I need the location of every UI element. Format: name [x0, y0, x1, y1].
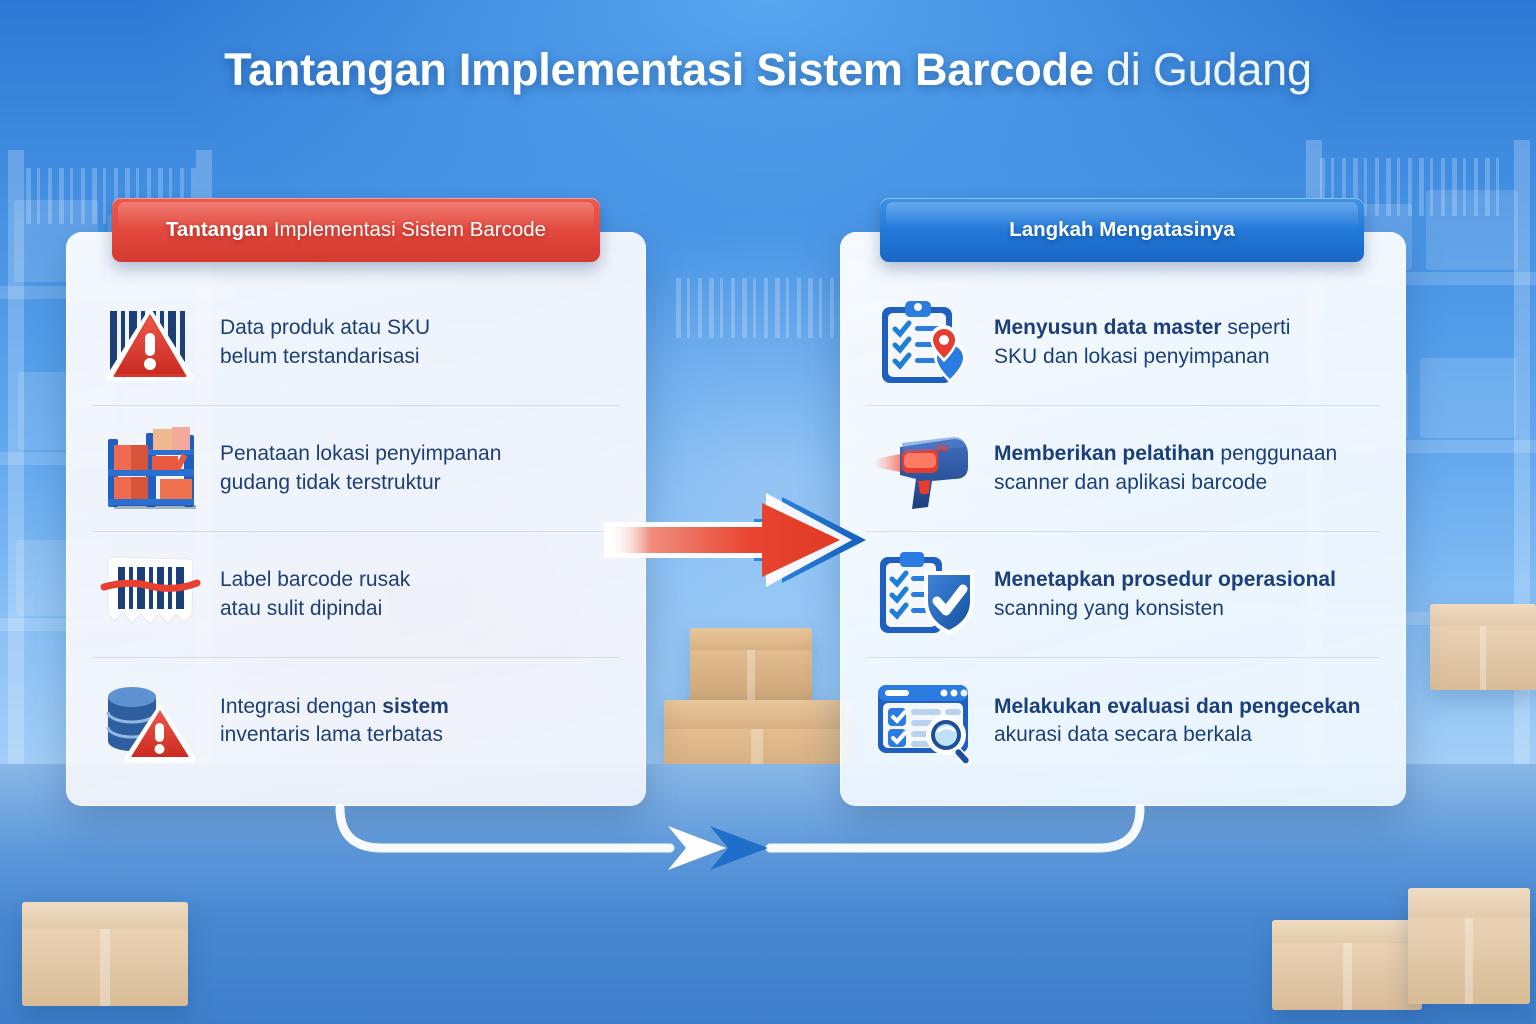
list-item-line1-suffix: seperti [1221, 316, 1291, 340]
list-item[interactable]: Integrasi dengan sistem inventaris lama … [92, 658, 620, 784]
list-item[interactable]: Menyusun data master seperti SKU dan lok… [866, 280, 1380, 406]
list-item-text: Melakukan evaluasi dan pengecekan akuras… [994, 693, 1361, 749]
challenges-list: Data produk atau SKU belum terstandarisa… [66, 280, 646, 796]
list-item[interactable]: Menetapkan prosedur operasional scanning… [866, 532, 1380, 658]
list-item-line1-prefix: Integrasi dengan [220, 694, 383, 718]
list-item-line2: atau sulit dipindai [220, 596, 383, 620]
list-item[interactable]: Melakukan evaluasi dan pengecekan akuras… [866, 658, 1380, 784]
list-item[interactable]: Memberikan pelatihan penggunaan scanner … [866, 406, 1380, 532]
list-item-text: Menetapkan prosedur operasional scanning… [994, 566, 1336, 622]
list-item[interactable]: Data produk atau SKU belum terstandarisa… [92, 280, 620, 406]
list-item-line1: Menyusun data master seperti [994, 314, 1290, 342]
list-item-line2: inventaris lama terbatas [220, 723, 443, 746]
looping-chevron-connector [330, 800, 1150, 910]
window-checklist-magnifier-icon [872, 675, 976, 767]
solutions-ribbon-bold: Langkah Mengatasinya [1009, 218, 1235, 241]
torn-barcode-label-icon [98, 549, 202, 641]
barcode-scanner-gun-icon [872, 423, 976, 515]
cardboard-box-floor-far-right [1430, 604, 1536, 690]
clipboard-location-pin-icon [872, 297, 976, 389]
list-item-line2: belum terstandarisasi [220, 344, 420, 368]
list-item-line1: Label barcode rusak [220, 568, 411, 592]
list-item-line1-emphasis: Memberikan pelatihan [994, 442, 1215, 466]
challenges-panel: Data produk atau SKU belum terstandarisa… [66, 232, 646, 806]
warning-barcode-icon [98, 297, 202, 389]
list-item[interactable]: Label barcode rusak atau sulit dipindai [92, 532, 620, 658]
list-item[interactable]: Penataan lokasi penyimpanan gudang tidak… [92, 406, 620, 532]
list-item-line1-emphasis: Menyusun data master [994, 316, 1222, 340]
list-item-line2: scanner dan aplikasi barcode [994, 470, 1268, 494]
clipboard-shield-check-icon [872, 549, 976, 641]
list-item-text: Integrasi dengan sistem inventaris lama … [220, 693, 449, 749]
cardboard-box-floor-right-1 [1272, 920, 1422, 1010]
page-title-light: di Gudang [1093, 44, 1312, 95]
warehouse-rack-icon [98, 423, 202, 515]
list-item-line1-suffix: penggunaan [1214, 442, 1338, 466]
cardboard-box-floor-right-2 [1408, 888, 1530, 1004]
list-item-line2: gudang tidak terstruktur [220, 470, 441, 494]
solutions-ribbon: Langkah Mengatasinya [880, 198, 1364, 262]
database-warning-icon [98, 675, 202, 767]
challenges-ribbon-bold: Tantangan [165, 218, 269, 241]
list-item-line1: Menetapkan prosedur operasional [994, 568, 1336, 592]
page-title: Tantangan Implementasi Sistem Barcode di… [0, 44, 1536, 96]
cardboard-box-floor-left [22, 902, 188, 1006]
list-item-line1: Memberikan pelatihan penggunaan [994, 440, 1337, 468]
list-item-text: Data produk atau SKU belum terstandarisa… [220, 314, 430, 370]
red-to-blue-right-arrow [604, 489, 872, 591]
solutions-panel: Menyusun data master seperti SKU dan lok… [840, 232, 1406, 806]
list-item-text: Label barcode rusak atau sulit dipindai [220, 566, 410, 622]
background-barcode-ghost-center [676, 278, 866, 338]
solutions-list: Menyusun data master seperti SKU dan lok… [840, 280, 1406, 796]
page-title-bold: Tantangan Implementasi Sistem Barcode [224, 44, 1094, 95]
list-item-line2: scanning yang konsisten [994, 596, 1224, 620]
list-item-line2: SKU dan lokasi penyimpanan [994, 344, 1270, 368]
list-item-line1-emphasis: sistem [382, 694, 449, 718]
list-item-line2: akurasi data secara berkala [994, 723, 1252, 746]
list-item-line1: Integrasi dengan sistem [220, 693, 449, 721]
challenges-ribbon-light: Implementasi Sistem Barcode [268, 218, 547, 241]
list-item-text: Memberikan pelatihan penggunaan scanner … [994, 440, 1337, 496]
list-item-line1: Penataan lokasi penyimpanan [220, 442, 502, 466]
list-item-line1: Melakukan evaluasi dan pengecekan [994, 694, 1361, 718]
list-item-line1: Data produk atau SKU [220, 316, 431, 340]
challenges-ribbon: Tantangan Implementasi Sistem Barcode [112, 198, 600, 262]
list-item-text: Menyusun data master seperti SKU dan lok… [994, 314, 1290, 370]
list-item-text: Penataan lokasi penyimpanan gudang tidak… [220, 440, 501, 496]
